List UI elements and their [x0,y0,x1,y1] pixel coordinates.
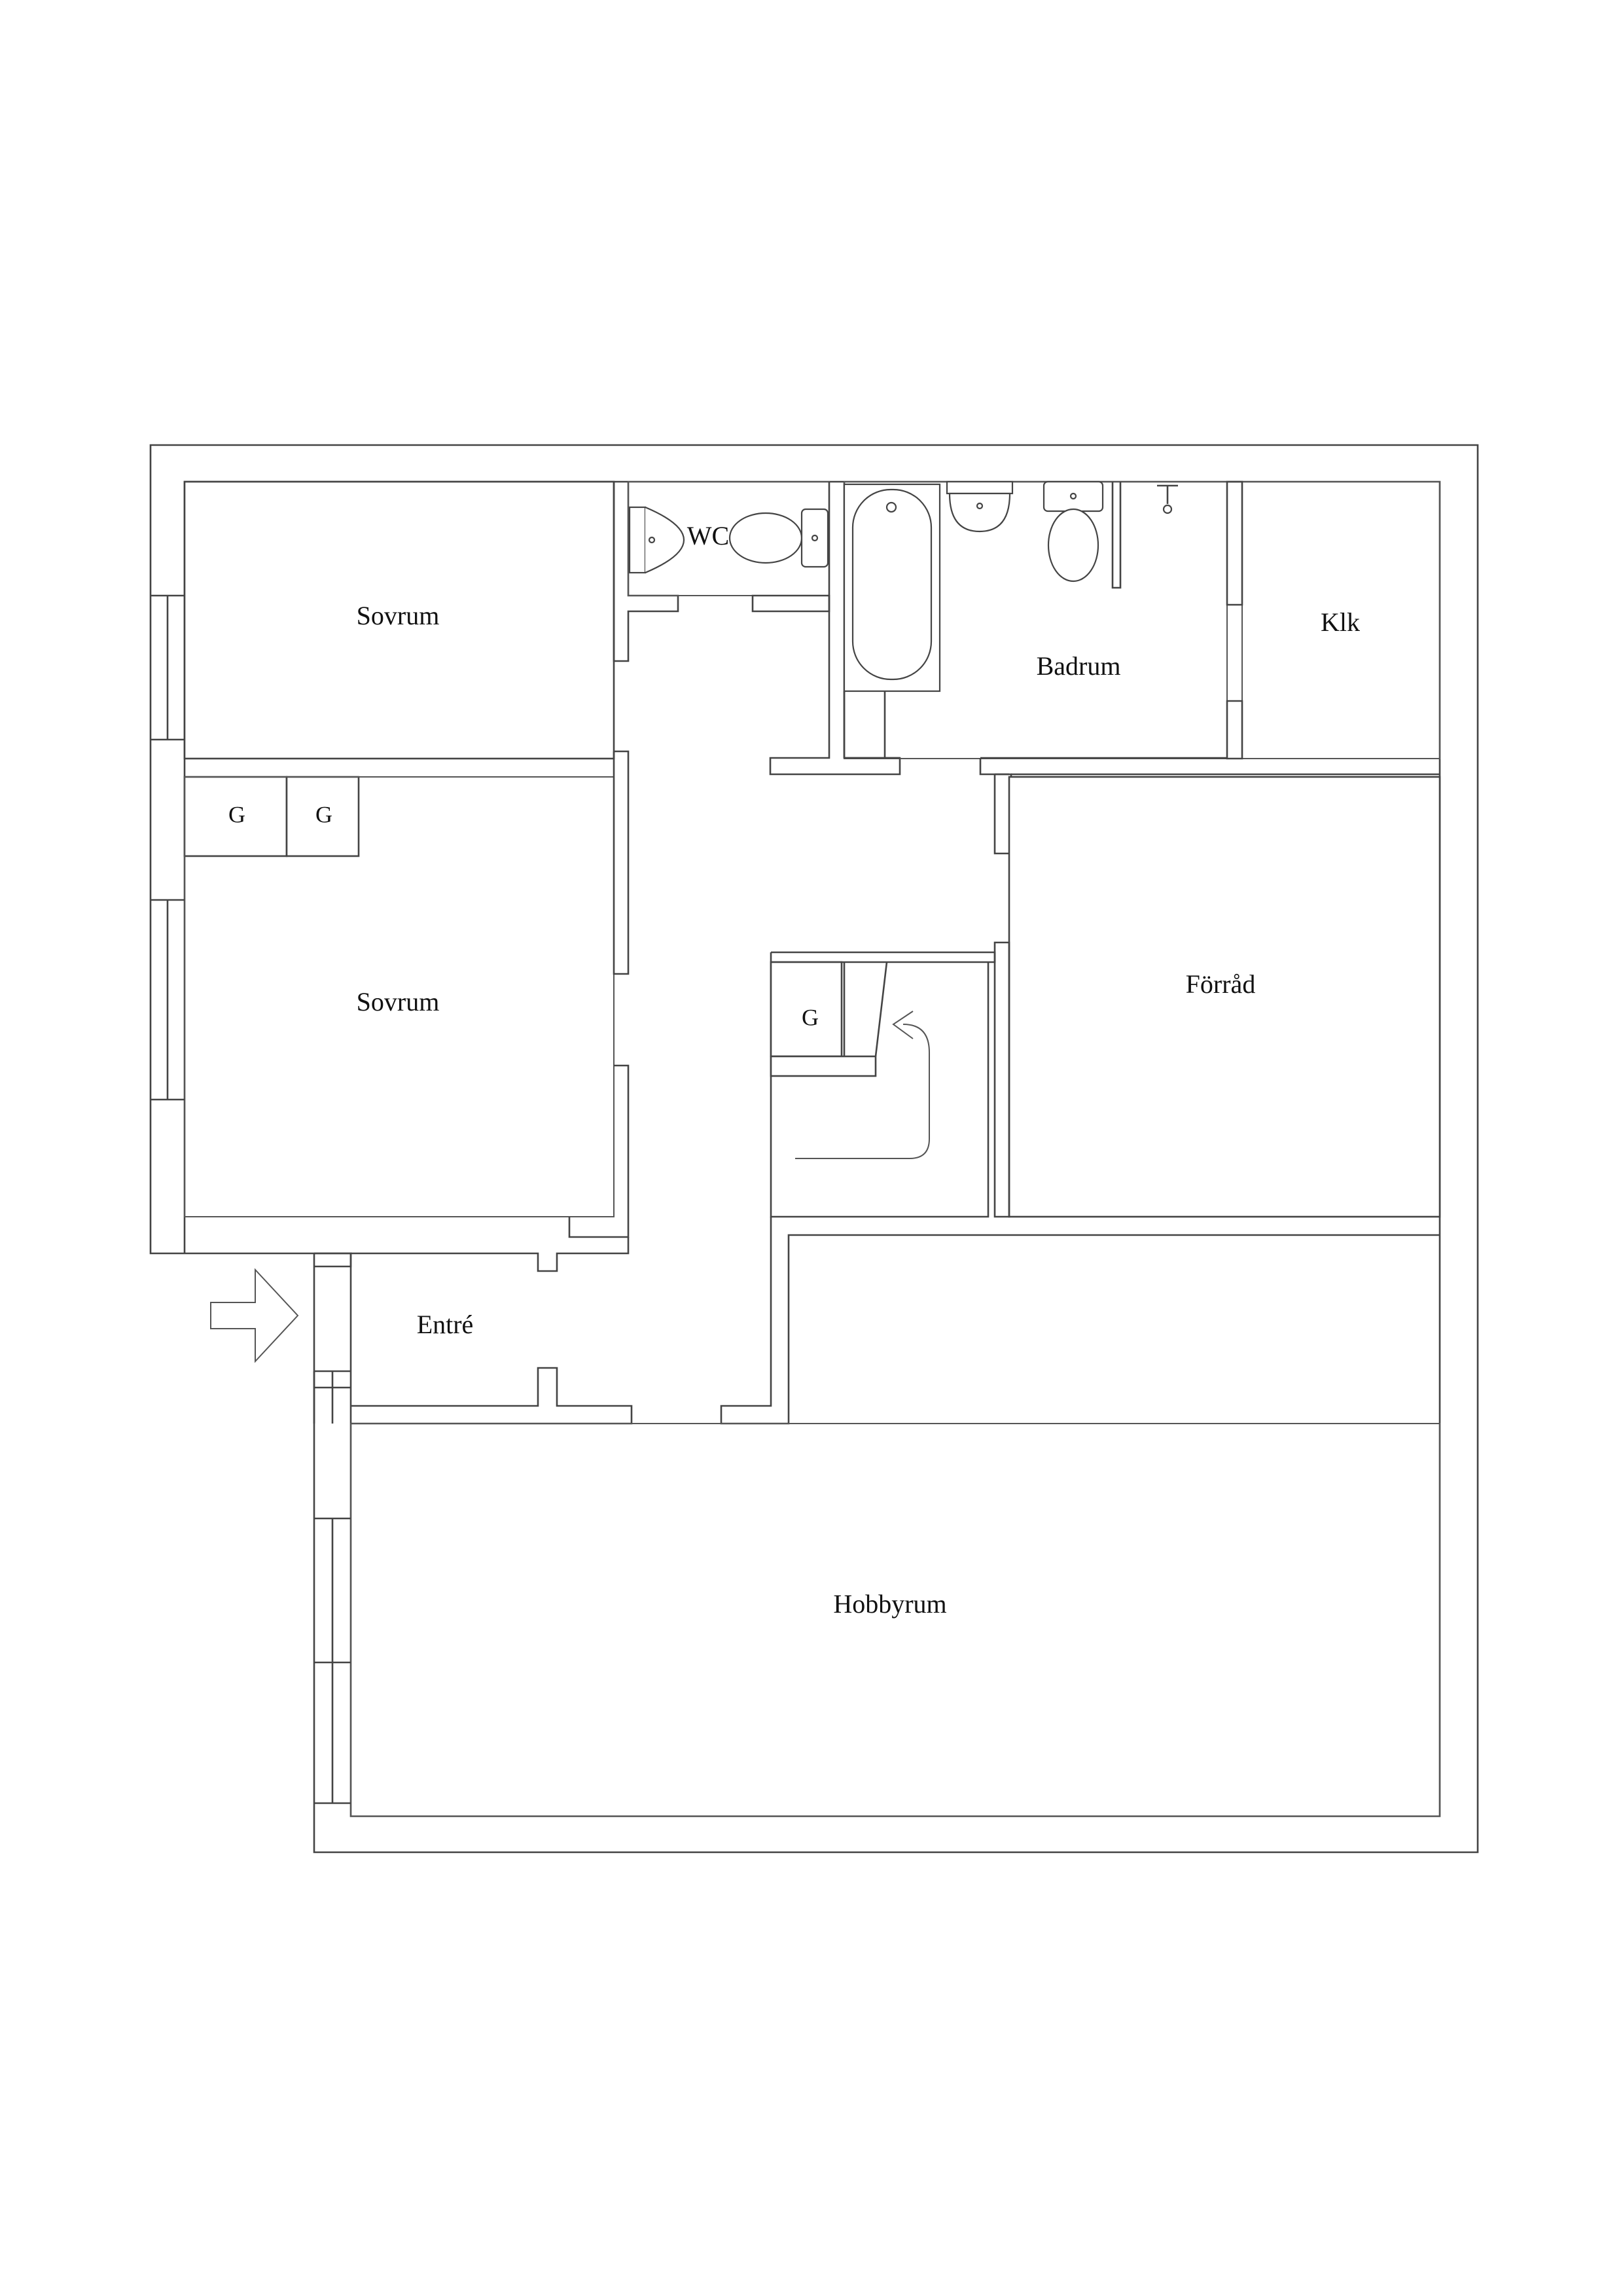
wall-segment [979,758,1012,855]
label-closet-g1: G [228,801,245,827]
wall-segment [568,1064,630,1238]
room-sovrum-mid [184,776,615,1217]
windows [151,594,351,1804]
label-sovrum-top: Sovrum [357,601,440,630]
wall-segment [613,750,630,975]
stair-area [770,951,996,1218]
wc-toilet [728,508,829,568]
wall-segment [1226,700,1243,760]
room-entre-walls [314,1237,633,1425]
label-badrum: Badrum [1037,651,1121,681]
closet-g2 [285,776,360,857]
room-hobbyrum [350,1423,1440,1817]
bathtub [843,483,941,758]
bathroom-toilet [1043,480,1104,583]
label-closet-g3: G [802,1004,819,1030]
label-wc: WC [687,521,729,550]
label-klk: Klk [1321,607,1360,637]
shower-head [1157,484,1178,514]
entrance-arrow-icon [210,1268,299,1363]
wall-segment [993,773,1010,1218]
label-closet-g2: G [315,801,332,827]
label-sovrum-mid: Sovrum [357,987,440,1016]
wc-sink [628,506,685,574]
label-entre: Entré [417,1310,474,1339]
label-forrad: Förråd [1186,969,1256,999]
bathroom-sink [946,480,1014,533]
wall-segment [720,1217,1440,1425]
wall-segment [751,594,830,613]
room-sovrum-top [183,480,615,760]
room-klk [1241,481,1440,759]
shower-partition [1111,482,1122,589]
wall-segment [1226,480,1243,606]
label-hobbyrum: Hobbyrum [833,1589,946,1619]
